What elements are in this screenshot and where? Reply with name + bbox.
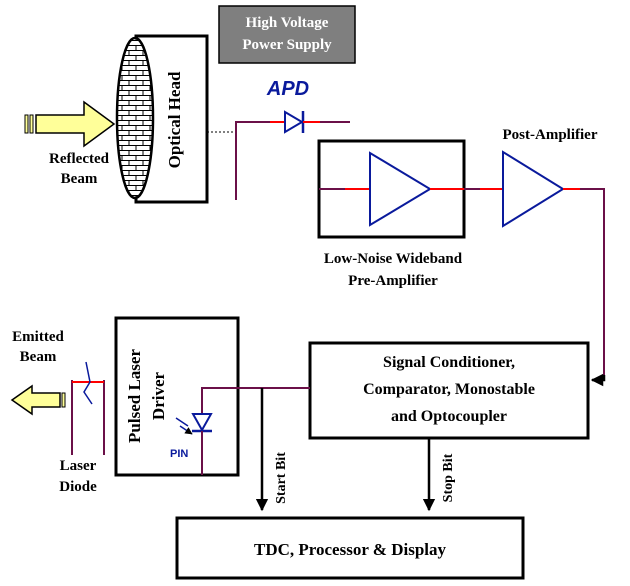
sigcond-label-2: Comparator, Monostable	[363, 381, 535, 398]
reflected-label-1: Reflected	[49, 151, 110, 167]
optical-head: Optical Head	[115, 34, 209, 204]
pre-amplifier	[317, 139, 466, 239]
lens-icon	[115, 36, 155, 200]
emitted-label-1: Emitted	[12, 329, 64, 345]
apd-diode-icon	[235, 110, 350, 200]
sigcond-label-3: and Optocoupler	[391, 408, 507, 425]
reflected-beam-arrow	[24, 100, 116, 148]
preamp-label-2: Pre-Amplifier	[348, 273, 438, 289]
emitted-label-2: Beam	[20, 349, 57, 365]
reflected-label-2: Beam	[61, 171, 98, 187]
laser-label-1: Laser	[60, 458, 97, 474]
hv-label-2: Power Supply	[242, 37, 332, 53]
apd-label: APD	[266, 78, 309, 100]
driver-label-2: Driver	[149, 371, 168, 420]
pin-label: PIN	[170, 448, 188, 460]
laser-label-2: Diode	[59, 479, 97, 495]
hv-label-1: High Voltage	[246, 15, 329, 31]
laser-diode-icon	[71, 361, 105, 455]
preamp-label-1: Low-Noise Wideband	[324, 251, 463, 267]
optical-head-label: Optical Head	[165, 71, 184, 168]
signal-conditioner: Signal Conditioner, Comparator, Monostab…	[308, 341, 590, 440]
pin-diode-icon	[191, 413, 213, 433]
sigcond-label-1: Signal Conditioner,	[383, 354, 515, 371]
start-bit-label: Start Bit	[274, 452, 289, 504]
driver-label-1: Pulsed Laser	[125, 349, 144, 443]
preamp-triangle-icon	[369, 151, 432, 227]
post-amp-label: Post-Amplifier	[503, 127, 598, 143]
emitted-beam-arrow	[10, 384, 66, 416]
post-amplifier	[464, 150, 606, 387]
stop-bit-label: Stop Bit	[441, 453, 456, 502]
postamp-triangle-icon	[502, 150, 565, 228]
tdc-label: TDC, Processor & Display	[254, 540, 447, 559]
pulsed-laser-driver: Pulsed Laser Driver PIN	[114, 316, 240, 477]
tdc-processor-display: TDC, Processor & Display	[175, 516, 525, 580]
hv-power-supply: High Voltage Power Supply	[218, 5, 356, 64]
